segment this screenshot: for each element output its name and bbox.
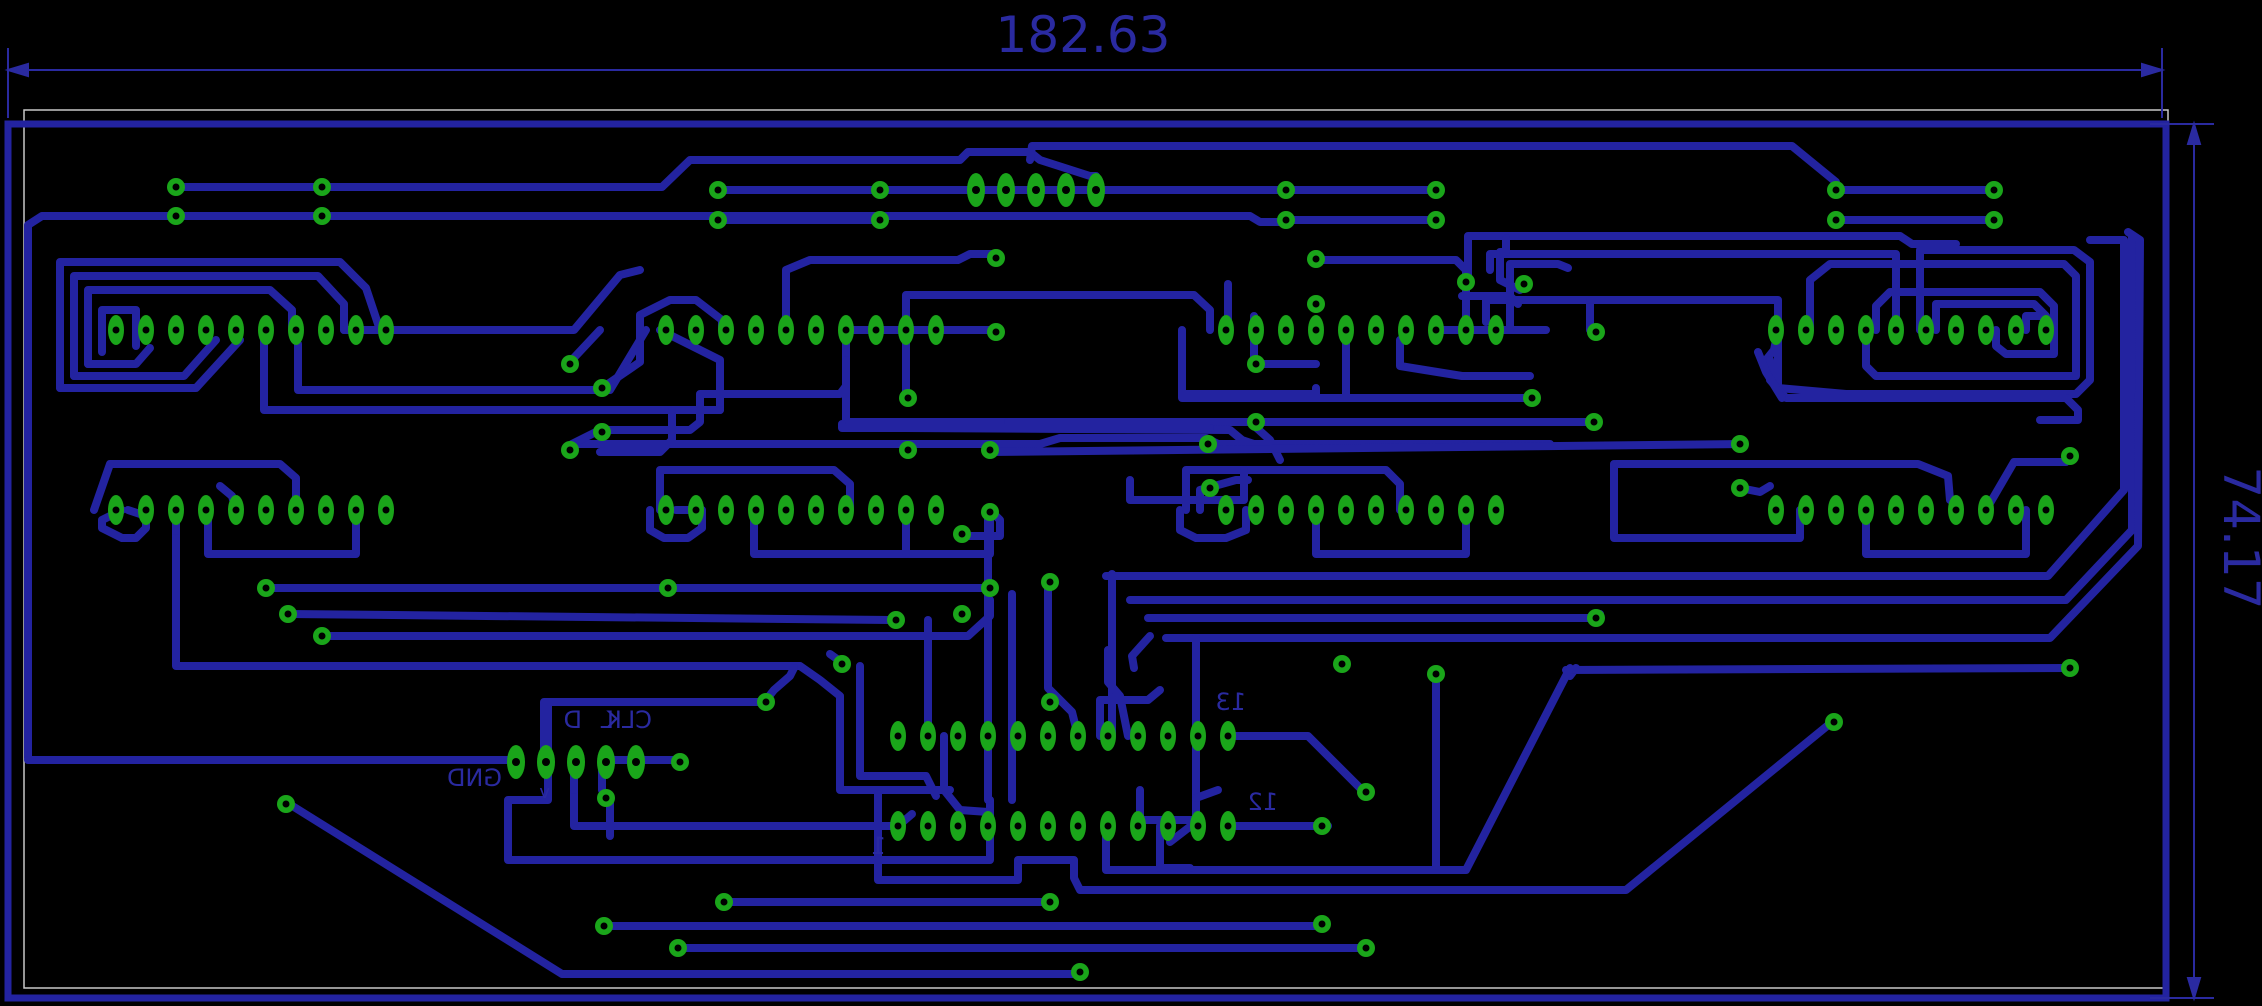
height-dimension-label: 74.17 [2212,466,2262,609]
clk-label: CLK [605,706,652,734]
board-edge-trace [4,120,2170,1002]
io-connector-pads [507,745,645,779]
l-label: L [600,706,614,734]
ic-u4-pads [1768,315,2054,345]
pin-1-label: 1 [871,832,886,860]
ic-u6-pads [658,495,944,525]
pin-12-label: 12 [1247,788,1278,816]
ic-u5-pads [108,495,394,525]
ic-u3-pads [1218,315,1504,345]
silkscreen-labels: CLK L D GND v 13 12 1 [447,688,1278,860]
pin-13-label: 13 [1215,688,1246,716]
v-label: v [539,782,550,803]
width-dimension [4,48,2166,118]
ic-u7-pads [1218,495,1504,525]
ic-u2-pads [658,315,944,345]
gnd-label: GND [447,764,502,792]
height-dimension [2150,120,2214,1002]
ic-u8-pads [1768,495,2054,525]
ic-main-bottom-row-pads [890,811,1236,841]
board-outline [23,109,2169,989]
width-dimension-label: 182.63 [996,6,1171,64]
copper-traces [24,142,2144,978]
drill-holes [112,183,2074,976]
ic-u1-pads [108,315,394,345]
d-label: D [564,706,582,734]
